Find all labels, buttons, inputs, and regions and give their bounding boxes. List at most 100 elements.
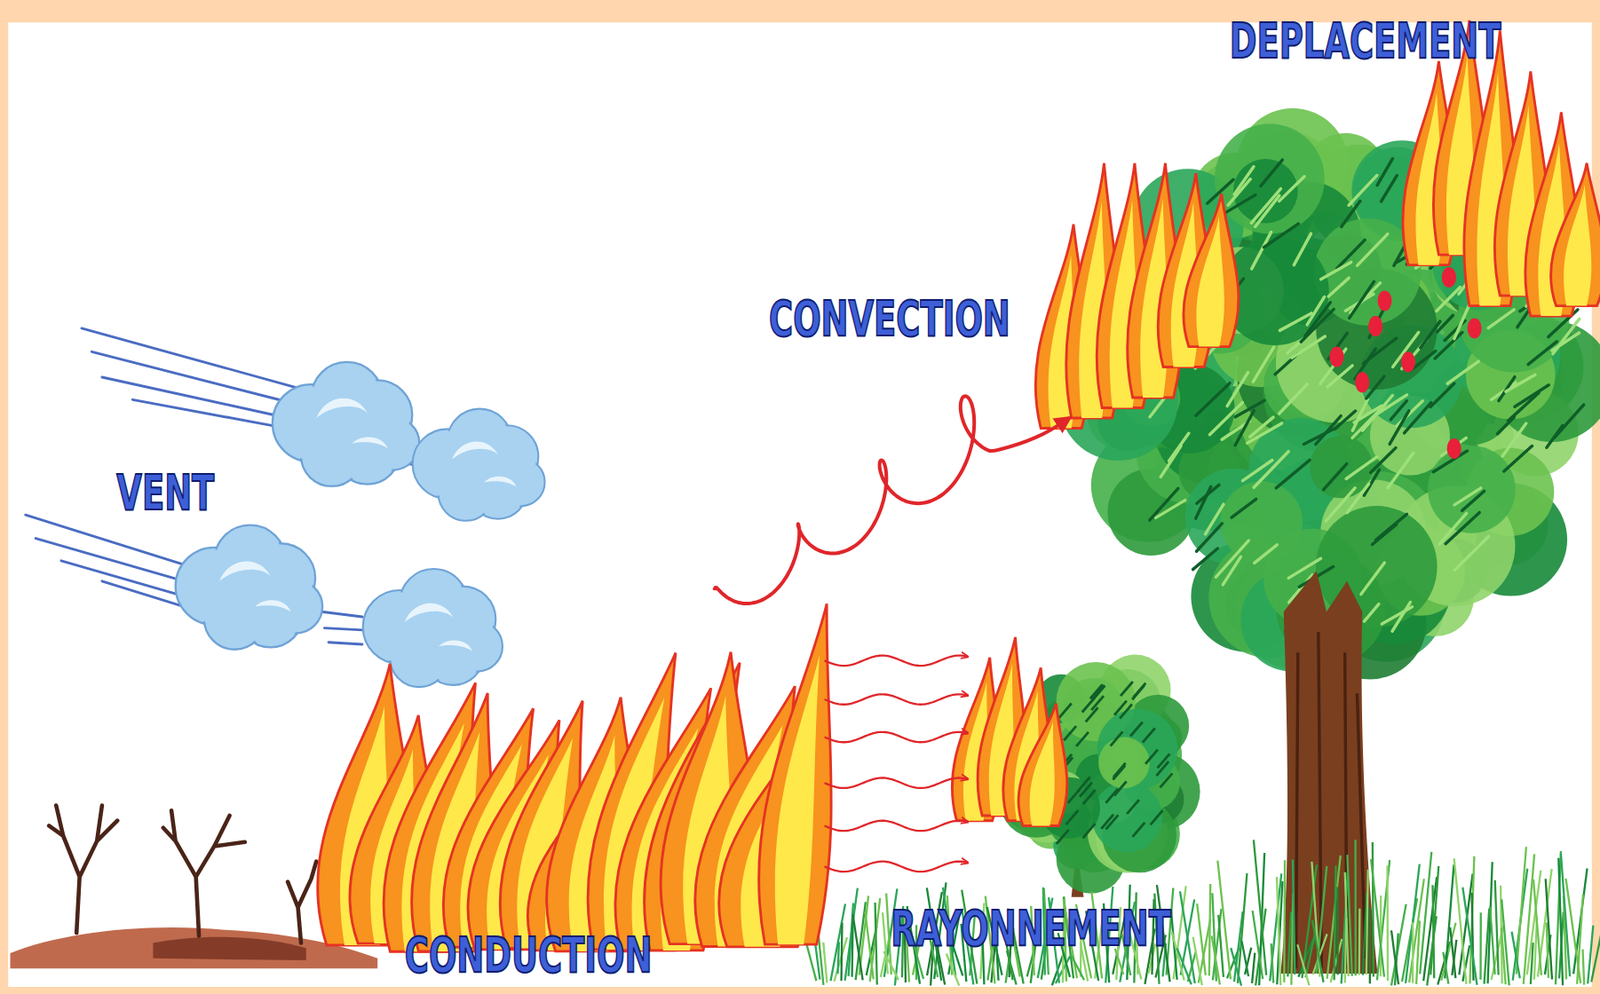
label-text: CONVECTION xyxy=(768,293,1011,344)
wind-streak xyxy=(324,628,363,631)
cloud-highlight xyxy=(438,640,473,651)
dead-shrub xyxy=(163,810,246,936)
tree-crown-blob xyxy=(1220,481,1303,563)
bush-hatch xyxy=(1085,707,1099,722)
tree-hatch xyxy=(1196,383,1230,417)
bush-hatch xyxy=(1150,810,1164,825)
tree-hatch xyxy=(1349,281,1375,318)
grass-blade xyxy=(1545,879,1553,980)
bush-blob xyxy=(1097,709,1179,791)
bush-hatch xyxy=(1145,750,1158,765)
grass-blade xyxy=(1172,931,1185,981)
tree-hatch xyxy=(1363,604,1379,622)
grass-blade xyxy=(850,918,854,977)
grass-blade xyxy=(1346,855,1352,977)
wind-streak xyxy=(132,399,286,428)
flame xyxy=(1018,704,1068,827)
wind-clouds xyxy=(25,328,546,688)
tree-hatch xyxy=(1149,488,1179,521)
bush-hatch xyxy=(1066,810,1079,825)
grass-blade xyxy=(1301,864,1316,979)
tree-hatch xyxy=(1325,488,1355,522)
bush-hatch xyxy=(1106,815,1119,830)
grass-blade xyxy=(1334,865,1337,981)
bush-hatch xyxy=(1063,726,1077,741)
tree-hatch xyxy=(1346,483,1369,514)
tree-hatch xyxy=(1243,460,1273,482)
tree-hatch xyxy=(1231,499,1257,518)
grass-blade xyxy=(864,912,873,981)
grass-blade xyxy=(1462,887,1477,986)
grass-blade xyxy=(830,904,845,983)
radiation-wave xyxy=(824,694,968,705)
tree-hatch xyxy=(1357,234,1388,266)
grass-blade xyxy=(1287,911,1292,977)
cloud xyxy=(175,525,323,650)
bush-blob xyxy=(1092,782,1164,853)
bush-hatch xyxy=(1120,681,1133,697)
tree-hatch xyxy=(1169,433,1189,461)
grass-blade xyxy=(1276,877,1281,986)
cloud-highlight xyxy=(219,561,270,581)
process-label: VENT xyxy=(116,467,214,518)
cloud-highlight xyxy=(483,476,516,488)
tree-hatch xyxy=(1279,384,1308,414)
flame-outer xyxy=(1183,193,1239,347)
bush-hatch xyxy=(1105,789,1118,804)
tree-hatch xyxy=(1334,411,1355,429)
tree-hatch xyxy=(1420,321,1441,349)
tree-hatch xyxy=(1488,309,1514,329)
grass-blade xyxy=(1512,932,1521,979)
ember xyxy=(1401,351,1416,373)
grass-blade xyxy=(1341,872,1348,985)
grass-blade xyxy=(1196,903,1206,976)
tree-hatch xyxy=(1327,365,1353,388)
tree-hatch xyxy=(1508,392,1540,421)
bush-hatch xyxy=(1077,777,1091,793)
scorched-ground-dark xyxy=(152,937,306,961)
grass-blade xyxy=(1449,927,1456,979)
tree-hatch xyxy=(1255,195,1280,227)
cloud-fill xyxy=(440,467,492,520)
radiation-wave xyxy=(824,732,968,743)
cloud xyxy=(272,362,420,487)
grass-blade xyxy=(1530,942,1534,985)
cloud-highlight xyxy=(316,398,367,419)
tree-hatch xyxy=(1235,400,1265,417)
grass-blade xyxy=(1489,906,1496,975)
label-text: VENT xyxy=(116,467,214,518)
bush-hatch xyxy=(1126,800,1140,815)
grass-blade xyxy=(1330,939,1343,983)
grass-blade xyxy=(1516,847,1527,975)
tree-hatch xyxy=(1279,313,1312,331)
grass-blade xyxy=(1370,859,1385,978)
tree-hatch xyxy=(1235,411,1254,446)
cloud-fill xyxy=(205,590,263,648)
tree-hatch xyxy=(1454,488,1482,506)
bush-hatch xyxy=(1133,683,1147,698)
ember xyxy=(1441,267,1457,288)
grass-blade xyxy=(1283,860,1286,983)
grass-blade xyxy=(1297,944,1309,986)
tree-hatch xyxy=(1387,453,1414,489)
radiation-wave xyxy=(824,777,968,788)
grass-blade xyxy=(1230,948,1242,987)
grass-blade xyxy=(1193,937,1203,986)
tree-hatch xyxy=(1445,512,1480,544)
grass-blade xyxy=(1271,943,1275,983)
grass-blade xyxy=(1527,871,1541,975)
convection-spiral xyxy=(713,396,1070,604)
tree-hatch xyxy=(1348,175,1378,206)
tree-hatch xyxy=(1293,233,1311,265)
grass-blade xyxy=(882,912,888,975)
grass-blade xyxy=(1372,842,1374,978)
tree-hatch xyxy=(1436,286,1461,311)
tree-hatch xyxy=(1381,175,1398,202)
tree-hatch xyxy=(1275,459,1310,489)
bush-hatch xyxy=(1157,753,1171,769)
tree-hatch xyxy=(1263,223,1299,248)
trunk-bark xyxy=(1296,652,1299,969)
